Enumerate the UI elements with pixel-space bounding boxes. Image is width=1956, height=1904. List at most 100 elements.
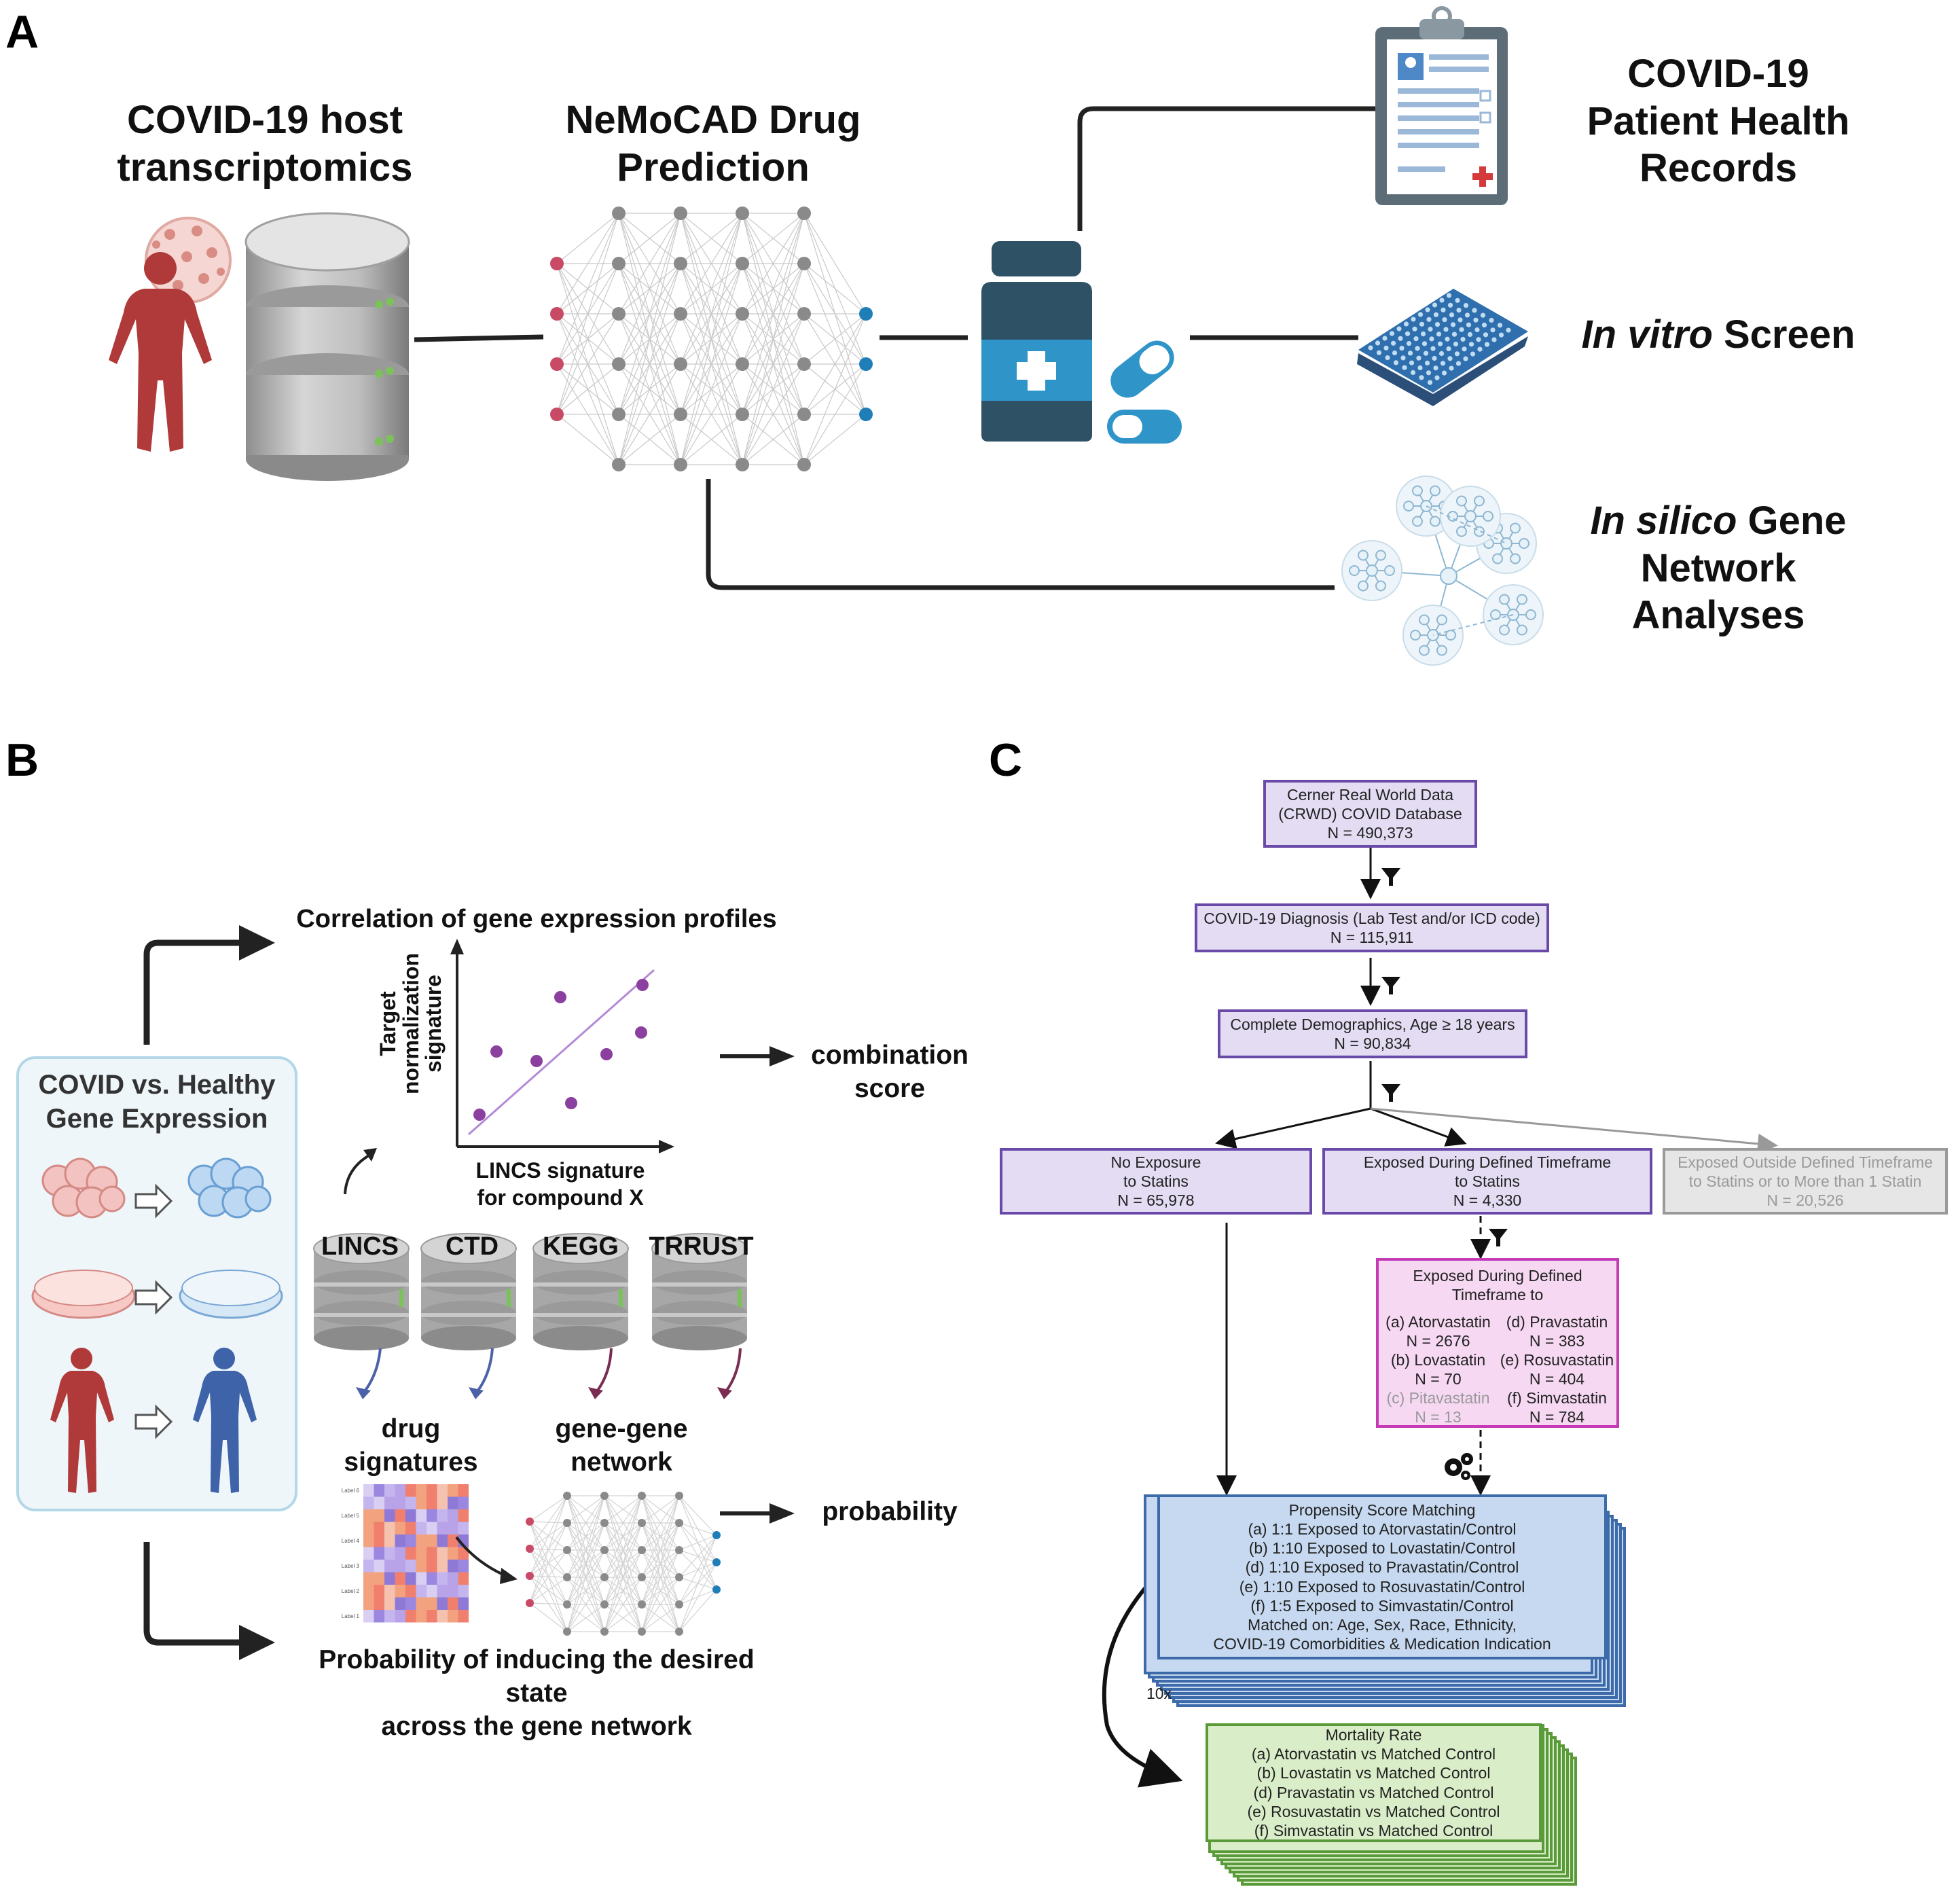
covid-vs-healthy-title: COVID vs. Healthy Gene Expression	[16, 1068, 297, 1136]
box-no-exposure-line-2: to Statins	[1123, 1172, 1189, 1190]
psm-line-5: (e) 1:10 Exposed to Rosuvastatin/Control	[1239, 1577, 1525, 1596]
covid-box-title-line-1: COVID vs. Healthy	[38, 1070, 276, 1100]
in-silico-title: In silico Gene Network Analyses	[1555, 497, 1881, 639]
x-axis-label-line-1: LINCS signature	[475, 1158, 645, 1183]
statin-a-n: N = 2676	[1406, 1332, 1470, 1350]
nn-node	[674, 458, 687, 471]
nn-node	[736, 307, 749, 321]
scatter-plot	[450, 939, 674, 1153]
db-label-lincs: LINCS	[321, 1232, 399, 1261]
box-no-exposure: No Exposure to Statins N = 65,978	[1000, 1148, 1312, 1215]
panel-c-graphics	[1102, 848, 1778, 1788]
nn-node	[736, 357, 749, 371]
nn-node	[563, 1573, 571, 1581]
nn-node	[736, 408, 749, 421]
nn-node	[638, 1573, 646, 1581]
repeat-10x-label: 10x	[1146, 1685, 1172, 1702]
statin-d-name: (d) Pravastatin	[1506, 1313, 1608, 1331]
in-silico-italic: In silico	[1590, 499, 1737, 543]
nn-node	[638, 1600, 646, 1609]
petri-dish-blue-icon	[179, 1270, 283, 1319]
box-crwd-line-3: N = 490,373	[1327, 824, 1413, 842]
nn-node	[674, 357, 687, 371]
drug-signatures-line-2: signatures	[344, 1447, 478, 1477]
petri-dish-red-icon	[31, 1270, 136, 1319]
nn-node	[797, 257, 811, 270]
statin-d-n: N = 383	[1529, 1332, 1585, 1350]
x-axis-label: LINCS signature for compound X	[448, 1157, 672, 1211]
box-complete-demographics: Complete Demographics, Age ≥ 18 years N …	[1218, 1009, 1527, 1058]
psm-line-7: Matched on: Age, Sex, Race, Ethnicity,	[1248, 1615, 1517, 1634]
in-vitro-title: In vitro Screen	[1555, 311, 1881, 359]
nn-node	[736, 458, 749, 471]
nn-node	[675, 1628, 683, 1636]
panel-b-arrowheads	[239, 925, 795, 1660]
neural-network-icon	[550, 206, 873, 471]
box-demographics-line-1: Complete Demographics, Age ≥ 18 years	[1230, 1015, 1515, 1033]
pink-title-line-2: Timeframe to	[1451, 1286, 1544, 1304]
nn-node	[797, 408, 811, 421]
box-diagnosis-line-2: N = 115,911	[1330, 929, 1414, 946]
in-silico-rest: Gene	[1737, 499, 1847, 543]
nn-node	[674, 206, 687, 220]
scatter-points	[473, 979, 649, 1121]
statin-a-name: (a) Atorvastatin	[1386, 1313, 1491, 1331]
psm-line-2: (a) 1:1 Exposed to Atorvastatin/Control	[1248, 1520, 1517, 1539]
heatmap-row-label: Label 4	[342, 1538, 360, 1544]
box-statin-breakdown: Exposed During Defined Timeframe to (a) …	[1376, 1258, 1619, 1428]
nemocad-title-line-1: NeMoCAD Drug	[565, 98, 861, 142]
heatmap-to-network-arrow	[455, 1536, 507, 1577]
nn-node	[638, 1492, 646, 1500]
nn-node	[859, 408, 873, 421]
in-vitro-italic: In vitro	[1581, 312, 1713, 357]
nn-node	[797, 206, 811, 220]
probability-label: probability	[822, 1497, 958, 1526]
nn-node	[600, 1628, 609, 1636]
mortality-line-4: (d) Pravastatin vs Matched Control	[1253, 1783, 1494, 1801]
statin-e-n: N = 404	[1529, 1370, 1585, 1388]
mortality-line-6: (f) Simvastatin vs Matched Control	[1254, 1821, 1493, 1839]
nn-node	[612, 357, 626, 371]
probability-title-line-1: Probability of inducing the desired stat…	[319, 1645, 755, 1708]
heatmap-row-label: Label 2	[342, 1588, 360, 1594]
nn-node	[675, 1519, 683, 1527]
nn-node	[797, 307, 811, 321]
box-crwd-database: Cerner Real World Data (CRWD) COVID Data…	[1263, 780, 1477, 848]
nn-node	[550, 307, 564, 321]
nn-node	[675, 1573, 683, 1581]
db-down-arrowheads	[356, 1387, 732, 1399]
nn-node	[612, 257, 626, 270]
box-outside-line-2: to Statins or to More than 1 Statin	[1688, 1172, 1922, 1190]
gene-network-line-1: gene-gene	[555, 1414, 688, 1443]
combination-score-label: combination score	[801, 1039, 978, 1106]
nn-node	[563, 1600, 571, 1609]
database-icon	[244, 212, 410, 481]
host-title-line-2: transcriptomics	[117, 145, 413, 190]
statin-left-column: (a) Atorvastatin N = 2676 (b) Lovastatin…	[1379, 1312, 1498, 1426]
drug-signatures-line-1: drug	[381, 1414, 441, 1443]
heatmap-row-label: Label 3	[342, 1563, 360, 1569]
pink-title-line-1: Exposed During Defined	[1413, 1267, 1582, 1285]
nn-node	[550, 257, 564, 270]
box-exposed-statins: Exposed During Defined Timeframe to Stat…	[1322, 1148, 1652, 1215]
human-body-red-icon	[109, 252, 212, 452]
nn-node	[550, 408, 564, 421]
host-transcriptomics-title: COVID-19 host transcriptomics	[95, 96, 435, 191]
box-exposed-line-2: to Statins	[1455, 1172, 1520, 1190]
nn-node	[600, 1600, 609, 1609]
statin-c-n: N = 13	[1415, 1408, 1462, 1426]
box-no-exposure-line-3: N = 65,978	[1117, 1191, 1195, 1210]
mortality-line-1: Mortality Rate	[1325, 1726, 1422, 1744]
psm-line-4: (d) 1:10 Exposed to Pravastatin/Control	[1245, 1558, 1519, 1577]
cell-cluster-red-icon	[41, 1157, 126, 1219]
nn-node	[526, 1572, 534, 1580]
box-propensity-score-matching: Propensity Score Matching (a) 1:1 Expose…	[1157, 1494, 1607, 1659]
probability-title: Probability of inducing the desired stat…	[285, 1644, 788, 1743]
nn-node	[612, 307, 626, 321]
panel-label-b: B	[5, 734, 39, 786]
box-diagnosis-line-1: COVID-19 Diagnosis (Lab Test and/or ICD …	[1203, 909, 1540, 927]
box-no-exposure-line-1: No Exposure	[1110, 1153, 1201, 1171]
nn-node	[526, 1545, 534, 1553]
health-records-line-1: COVID-19	[1627, 52, 1809, 96]
